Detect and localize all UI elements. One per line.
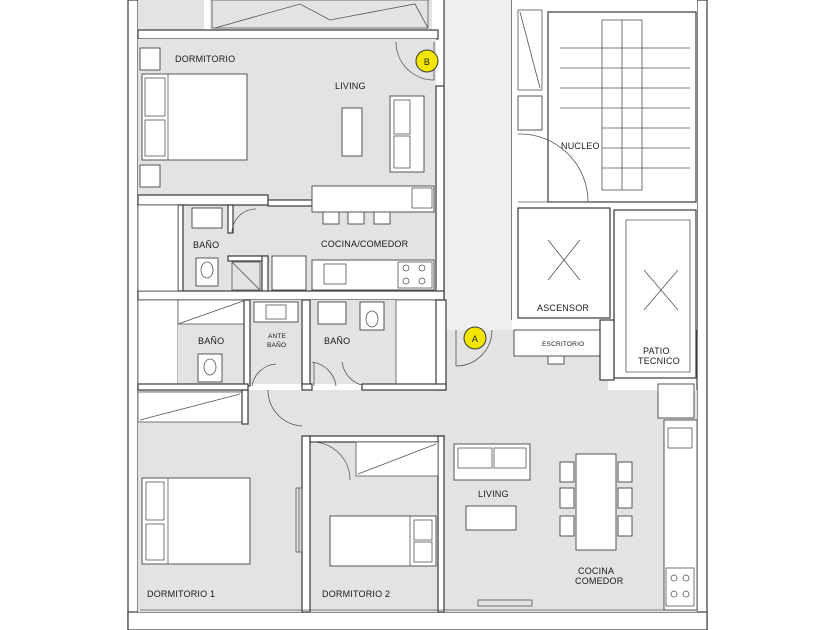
room-label-bano-left: BAÑO — [198, 336, 224, 346]
room-label-cocina-1: COCINA — [578, 566, 614, 576]
outer-wall-bottom — [127, 611, 708, 630]
outer-wall-left — [127, 0, 139, 630]
patio-tecnico — [613, 209, 697, 379]
marker-a[interactable] — [463, 326, 487, 350]
sink — [253, 301, 299, 323]
elevator-shaft — [517, 207, 611, 319]
room-label-ascensor: ASCENSOR — [537, 303, 589, 313]
room-label-bano-mid: BAÑO — [324, 336, 350, 346]
nightstand — [139, 47, 161, 71]
fridge — [271, 255, 307, 291]
sink — [191, 207, 223, 229]
window-slider — [477, 599, 533, 607]
coffee-table — [465, 505, 517, 531]
marker-a-label: A — [472, 334, 478, 344]
room-label-living-top: LIVING — [335, 81, 366, 91]
bed — [141, 73, 248, 161]
room-label-cocina-comedor-top: COCINA/COMEDOR — [321, 239, 409, 249]
kitchen-counter — [663, 419, 698, 611]
kitchen-counter — [311, 259, 435, 291]
marker-b-label: B — [424, 57, 430, 67]
room-label-dormitorio: DORMITORIO — [175, 54, 235, 64]
fridge — [657, 383, 695, 419]
bed — [141, 477, 251, 565]
room-label-ante-bano-2: BAÑO — [267, 340, 286, 349]
dining-table — [575, 453, 617, 551]
room-label-patio-2: TECNICO — [638, 356, 680, 366]
outer-wall-right — [696, 0, 708, 630]
room-label-dormitorio-2: DORMITORIO 2 — [322, 589, 390, 599]
bed — [329, 515, 437, 567]
core-door — [517, 133, 589, 203]
corridor — [444, 0, 512, 330]
room-label-living-bottom: LIVING — [478, 489, 509, 499]
top-wall — [137, 29, 439, 40]
marker-b[interactable] — [415, 49, 439, 73]
room-label-ante-bano-1: ANTE — [268, 333, 287, 340]
toilet — [197, 353, 223, 383]
room-label-escritorio: ESCRITORIO — [542, 341, 584, 348]
shower — [231, 261, 261, 291]
top-balcony — [211, 0, 429, 29]
toilet — [359, 301, 385, 331]
room-label-bano-top: BAÑO — [193, 240, 219, 250]
room-label-nucleo: NUCLEO — [561, 141, 600, 151]
room-label-patio-1: PATIO — [643, 346, 670, 356]
sink — [317, 301, 347, 325]
room-label-dormitorio-1: DORMITORIO 1 — [147, 589, 215, 599]
top-room-left — [138, 0, 204, 30]
nightstand — [139, 164, 161, 188]
toilet — [195, 257, 219, 287]
coffee-table — [341, 107, 363, 157]
room-label-cocina-2: COMEDOR — [575, 576, 624, 586]
